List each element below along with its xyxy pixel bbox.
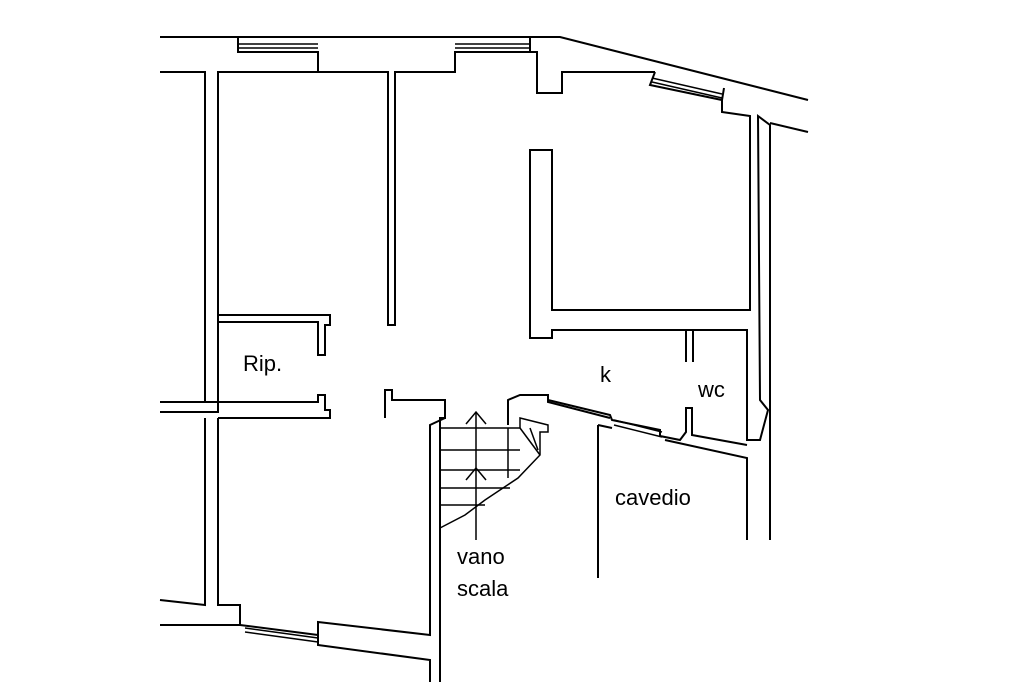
top-outer-wall: [160, 36, 809, 402]
ripostiglio-walls: [159, 314, 331, 626]
stair-walls: [317, 389, 611, 682]
room-label-wc: wc: [697, 377, 725, 402]
cavedio-window: [613, 419, 663, 438]
staircase: [439, 417, 549, 529]
bottom-window: [239, 624, 319, 643]
room-label-cavedio: cavedio: [615, 485, 691, 510]
kitchen-wc-walls: [547, 329, 748, 578]
top-window-left: [238, 43, 318, 49]
room-label-kitchen: k: [600, 362, 612, 387]
top-window-middle: [455, 43, 530, 49]
room-label-scala: scala: [457, 576, 509, 601]
room-label-ripostiglio: Rip.: [243, 351, 282, 376]
stair-arrow-icon: [465, 410, 487, 540]
room-label-vano: vano: [457, 544, 505, 569]
top-window-right: [529, 71, 809, 540]
